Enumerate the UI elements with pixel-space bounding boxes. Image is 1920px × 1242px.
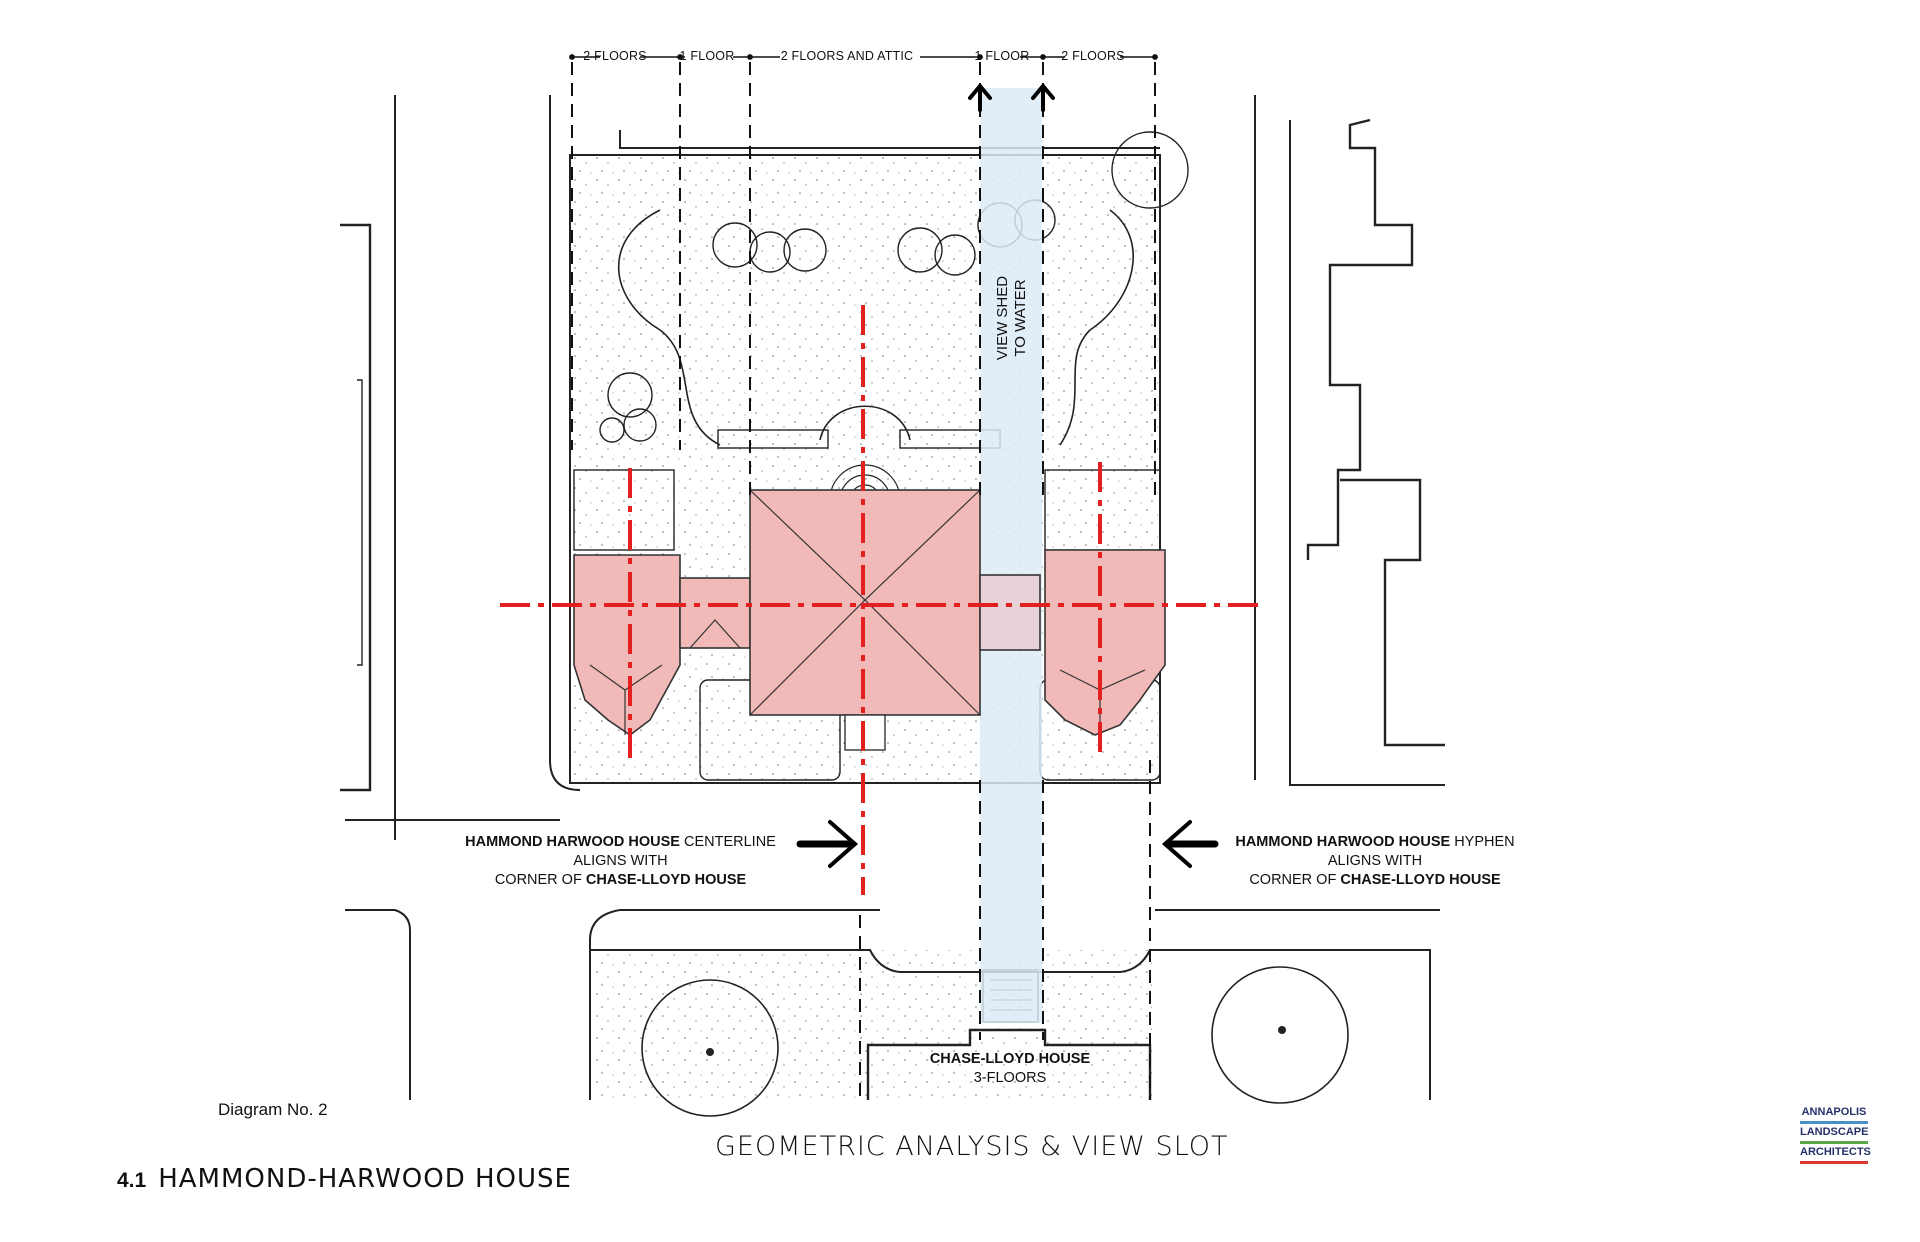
chase-lloyd-floors: 3-FLOORS [973, 1070, 1047, 1086]
logo-bar-2 [1800, 1141, 1868, 1144]
floor-division-lines [571, 62, 1156, 1100]
section-number: 4.1 [117, 1169, 147, 1192]
section-title: 4.1 HAMMOND-HARWOOD HOUSE [117, 1163, 572, 1194]
callout-left-line1: HAMMOND HARWOOD HOUSE CENTERLINE [465, 834, 776, 850]
logo-bar-3 [1800, 1161, 1868, 1164]
right-hyphen [979, 574, 1041, 651]
logo-bar-1 [1800, 1121, 1868, 1124]
callout-right-line1: HAMMOND HARWOOD HOUSE HYPHEN [1235, 834, 1515, 850]
chase-lloyd-name: CHASE-LLOYD HOUSE [929, 1051, 1091, 1067]
logo-line-3: ARCHITECTS [1800, 1146, 1871, 1158]
view-shed-line2: TO WATER [1012, 279, 1030, 357]
view-arrows [968, 82, 1055, 112]
firm-logo: ANNAPOLIS LANDSCAPE ARCHITECTS [1800, 1105, 1871, 1165]
right-street [1155, 95, 1445, 911]
red-axis-lines [500, 305, 1260, 895]
right-wing [1044, 549, 1166, 736]
callout-arrows [796, 820, 1219, 868]
logo-line-1: ANNAPOLIS [1801, 1106, 1867, 1118]
callout-left: HAMMOND HARWOOD HOUSE CENTERLINE ALIGNS … [448, 833, 793, 890]
floor-label: 2 FLOORS [1061, 49, 1125, 63]
floor-label: 1 FLOOR [679, 49, 735, 63]
callout-right-line2: ALIGNS WITH [1327, 853, 1423, 869]
callout-right: HAMMOND HARWOOD HOUSE HYPHEN ALIGNS WITH… [1215, 833, 1535, 890]
left-street [340, 95, 581, 1100]
callout-left-line2: ALIGNS WITH [573, 853, 668, 869]
floor-label: 2 FLOORS [583, 49, 647, 63]
chase-lloyd-site [589, 909, 1431, 1117]
diagram-number: Diagram No. 2 [218, 1100, 328, 1119]
section-name: HAMMOND-HARWOOD HOUSE [158, 1164, 572, 1194]
floor-label: 2 FLOORS AND ATTIC [780, 49, 914, 63]
view-shed-label: VIEW SHED TO WATER [994, 276, 1030, 360]
semicircle-terrace [819, 405, 911, 441]
floor-label: 1 FLOOR [974, 49, 1030, 63]
view-shed-line1: VIEW SHED [994, 275, 1012, 361]
floor-dimension-line [569, 54, 1158, 60]
left-hyphen [679, 577, 751, 649]
callout-left-line3: CORNER OF CHASE-LLOYD HOUSE [494, 872, 747, 888]
callout-right-line3: CORNER OF CHASE-LLOYD HOUSE [1249, 872, 1501, 888]
chase-lloyd-house-outline [866, 1028, 1152, 1100]
main-title: GEOMETRIC ANALYSIS & VIEW SLOT [715, 1131, 1229, 1162]
view-shed-slot [980, 88, 1042, 1023]
chase-lloyd-label: CHASE-LLOYD HOUSE 3-FLOORS [900, 1050, 1120, 1088]
logo-line-2: LANDSCAPE [1800, 1126, 1869, 1138]
